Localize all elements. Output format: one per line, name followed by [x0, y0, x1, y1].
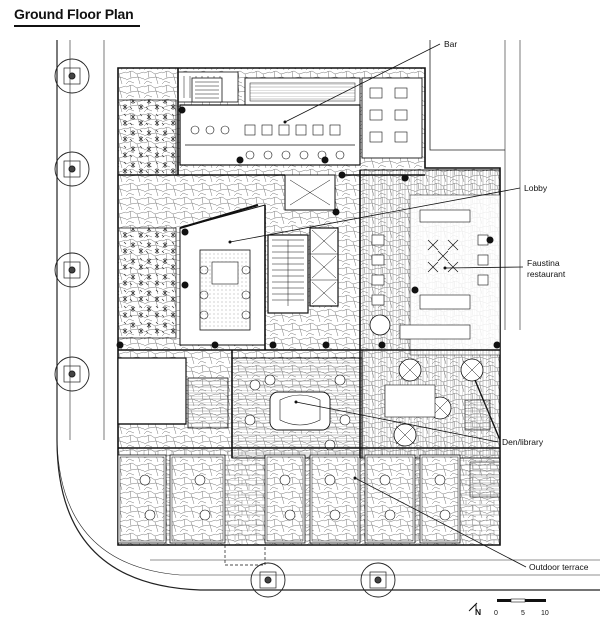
- plan-title: Ground Floor Plan: [14, 6, 134, 22]
- bar-area: [177, 71, 423, 166]
- north-arrow: N: [468, 602, 481, 617]
- faustina-restaurant-area: [359, 169, 501, 356]
- scale-bar: 0 5 10: [494, 598, 549, 617]
- stair-lift-core: [191, 77, 339, 314]
- street-trees: [54, 58, 396, 598]
- label-bar: Bar: [444, 39, 457, 49]
- scale-tick-10: 10: [541, 610, 549, 617]
- north-arrow-label: N: [475, 607, 481, 617]
- lobby-area: [179, 203, 266, 346]
- label-den-library: Den/library: [502, 437, 544, 447]
- west-service-room: [117, 357, 229, 429]
- callout-dots: [228, 120, 447, 480]
- den-library-area: [231, 357, 363, 459]
- label-outdoor-terrace: Outdoor terrace: [529, 562, 589, 572]
- label-lobby: Lobby: [524, 183, 548, 193]
- label-faustina-line2: restaurant: [527, 269, 566, 279]
- callout-leaders: [229, 43, 527, 568]
- outdoor-terrace-area: [117, 447, 501, 566]
- label-faustina-line1: Faustina: [527, 258, 560, 268]
- pergola-dining: [361, 349, 501, 459]
- structural-columns: [116, 106, 501, 349]
- scale-tick-5: 5: [521, 610, 525, 617]
- garden-areas: [117, 99, 177, 339]
- title-underline: [14, 25, 140, 27]
- scale-tick-0: 0: [494, 610, 498, 617]
